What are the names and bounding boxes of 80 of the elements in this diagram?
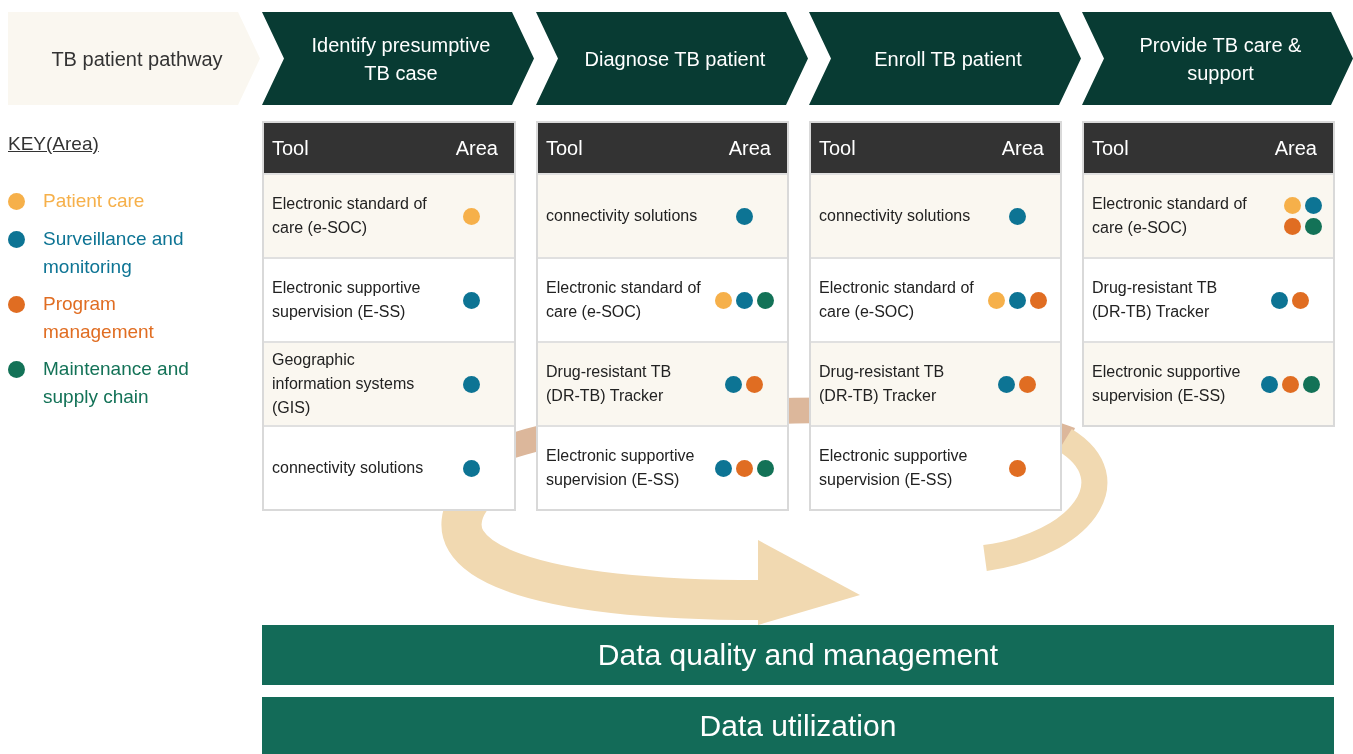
table-row	[538, 341, 787, 425]
area-dot	[462, 291, 480, 309]
area-dot	[1284, 218, 1301, 235]
column-heading: Tool	[1092, 136, 1129, 160]
area-dot	[1271, 291, 1288, 309]
key-heading: KEY(Area)	[8, 133, 99, 155]
table-row	[1084, 173, 1333, 257]
stage-banner	[262, 12, 534, 105]
tool-table	[809, 121, 1062, 511]
area-dot	[756, 291, 774, 309]
tool-name: connectivity solutions	[272, 458, 424, 478]
foundation-bar: Data quality and management	[262, 625, 1334, 685]
tool-table	[536, 121, 789, 511]
area-dot	[462, 459, 480, 477]
legend-text: Program management	[43, 292, 155, 344]
column-heading: Area	[455, 136, 498, 160]
foundation-bar: Data utilization	[262, 697, 1334, 754]
legend-text: Patient care	[43, 189, 146, 213]
pathway-heading: TB patient pathway	[51, 46, 223, 72]
stage-title: Diagnose TB patient	[584, 46, 766, 72]
table-row	[264, 173, 514, 257]
area-dot	[462, 207, 480, 225]
table-row	[1084, 341, 1333, 425]
tool-name: Geographic information systems (GIS)	[272, 350, 416, 418]
area-dot	[462, 375, 480, 393]
column-heading: Tool	[546, 136, 583, 160]
area-dot	[756, 459, 774, 477]
table-row	[264, 341, 514, 425]
area-dot	[735, 459, 753, 477]
tool-name: Electronic supportive supervision (E-SS)	[272, 278, 422, 322]
tool-table	[262, 121, 516, 511]
tool-name: connectivity solutions	[546, 206, 698, 226]
area-dot	[987, 291, 1005, 309]
area-dot	[714, 459, 732, 477]
tool-table	[1082, 121, 1335, 427]
area-dot	[998, 375, 1015, 393]
tool-name: Drug-resistant TB (DR-TB) Tracker	[546, 362, 673, 406]
area-dot	[1019, 375, 1036, 393]
area-dot	[1284, 197, 1301, 214]
tool-name: Drug-resistant TB (DR-TB) Tracker	[1092, 278, 1219, 322]
table-row	[811, 341, 1060, 425]
stage-title: Enroll TB patient	[874, 46, 1022, 72]
tool-name: Electronic supportive supervision (E-SS)	[546, 446, 696, 490]
area-dot	[1302, 375, 1320, 393]
area-dot	[1305, 218, 1322, 235]
tool-name: Electronic standard of care (e-SOC)	[546, 278, 701, 322]
stage-banner	[809, 12, 1081, 105]
area-dot	[725, 375, 742, 393]
tool-name: connectivity solutions	[819, 206, 971, 226]
column-heading: Tool	[272, 136, 309, 160]
legend-text: Maintenance and supply chain	[43, 357, 190, 409]
stage-title: Identify presumptive TB case	[310, 32, 492, 86]
table-row	[811, 173, 1060, 257]
area-dot	[1008, 291, 1026, 309]
column-heading: Area	[1274, 136, 1317, 160]
stage-banner	[1082, 12, 1353, 105]
tool-name: Electronic supportive supervision (E-SS)	[819, 446, 969, 490]
tool-name: Drug-resistant TB (DR-TB) Tracker	[819, 362, 946, 406]
stage-banner	[536, 12, 808, 105]
column-heading: Tool	[819, 136, 856, 160]
column-heading: Area	[728, 136, 771, 160]
legend-text: Surveillance and monitoring	[43, 227, 185, 279]
area-dot	[1029, 291, 1047, 309]
tool-name: Electronic standard of care (e-SOC)	[272, 194, 427, 238]
stage-title: Provide TB care & support	[1138, 32, 1303, 86]
area-dot	[1292, 291, 1309, 309]
area-dot	[735, 207, 753, 225]
tool-name: Electronic standard of care (e-SOC)	[1092, 194, 1247, 238]
tool-name: Electronic supportive supervision (E-SS)	[1092, 362, 1242, 406]
area-dot	[1305, 197, 1322, 214]
area-dot	[714, 291, 732, 309]
column-heading: Area	[1001, 136, 1044, 160]
area-dot	[746, 375, 763, 393]
area-dot	[1008, 207, 1026, 225]
area-dot	[1008, 459, 1026, 477]
table-row	[538, 173, 787, 257]
area-dot	[1260, 375, 1278, 393]
tool-name: Electronic standard of care (e-SOC)	[819, 278, 974, 322]
area-dot	[735, 291, 753, 309]
area-dot	[1281, 375, 1299, 393]
